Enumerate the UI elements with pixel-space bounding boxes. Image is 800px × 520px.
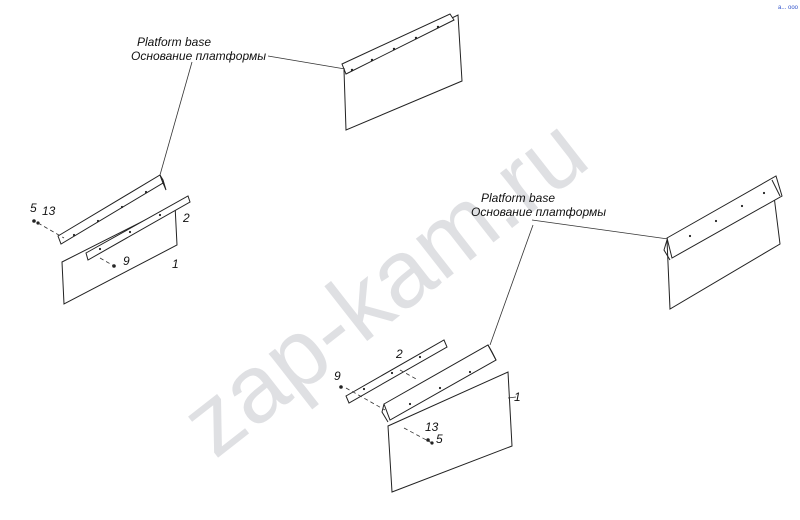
right-washer-9 bbox=[339, 385, 343, 389]
left-callout-9: 9 bbox=[123, 254, 130, 268]
right-nut-5 bbox=[430, 441, 434, 445]
right-label-ru: Основание платформы bbox=[471, 205, 606, 219]
right-callout-5: 5 bbox=[436, 432, 443, 446]
left-callout-1: 1 bbox=[172, 257, 179, 271]
right-label-leader bbox=[531, 219, 669, 240]
left-assembly: Platform base Основание платформы 5 13 2… bbox=[30, 13, 463, 305]
left-callout-5: 5 bbox=[30, 201, 37, 215]
left-label-ru: Основание платформы bbox=[131, 49, 266, 63]
right-callout-9: 9 bbox=[334, 369, 341, 383]
right-label-en: Platform base bbox=[481, 191, 555, 205]
right-strip-2 bbox=[345, 339, 448, 404]
corner-mark: a... ooo bbox=[778, 5, 799, 11]
right-assembly: Platform base Основание платформы 9 2 1 … bbox=[334, 175, 783, 493]
left-panel-1 bbox=[61, 204, 178, 305]
left-platform-base-ref bbox=[341, 13, 463, 131]
right-platform-base-ref bbox=[663, 175, 783, 310]
right-bolt-13 bbox=[426, 438, 430, 442]
right-callout-2: 2 bbox=[395, 347, 403, 361]
right-callout-1: 1 bbox=[514, 390, 521, 404]
right-panel-1 bbox=[387, 371, 513, 493]
left-callout-2: 2 bbox=[182, 211, 190, 225]
right-callout-13: 13 bbox=[425, 420, 439, 434]
left-callout-13: 13 bbox=[42, 204, 56, 218]
left-bolt-13 bbox=[32, 219, 36, 223]
left-label-en: Platform base bbox=[137, 35, 211, 49]
watermark: zap-kam.ru bbox=[162, 97, 606, 477]
left-label-leader bbox=[267, 55, 346, 70]
left-strip-2 bbox=[85, 195, 191, 261]
